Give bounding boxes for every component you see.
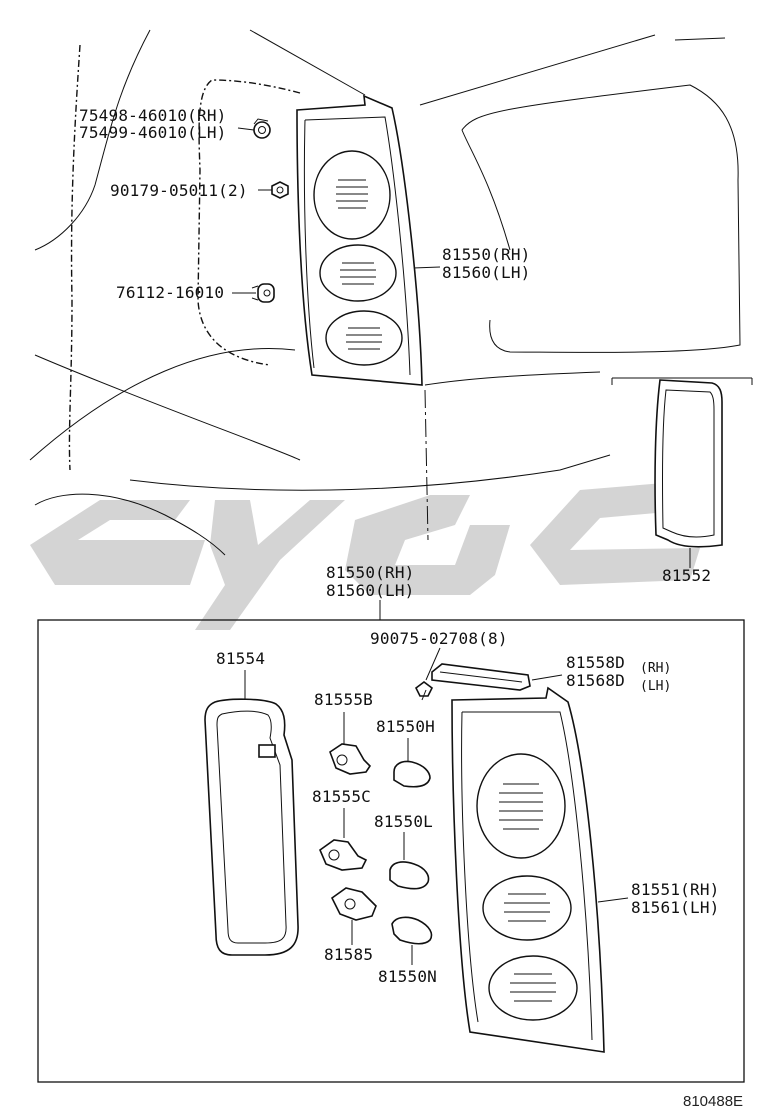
label-bulb-n: 81550N (378, 967, 437, 986)
label-cover-rh: 81558D (566, 653, 625, 672)
label-lamp-lh: 81560(LH) (442, 263, 531, 282)
socket-85-icon (330, 887, 377, 945)
cover-strip-part (431, 663, 563, 691)
bulb-l-icon (389, 832, 430, 890)
gasket-part (204, 698, 299, 956)
label-cover-lh-side: (LH) (640, 679, 671, 694)
label-bulb-l: 81550L (374, 812, 433, 831)
label-bolt-rh: 75498-46010(RH) (79, 106, 227, 125)
label-gasket-outer: 81552 (662, 566, 711, 585)
label-box-screw: 90075-02708(8) (370, 629, 508, 648)
gasket-inset (611, 377, 753, 548)
clip-icon (251, 283, 275, 303)
box-screw-icon (414, 647, 441, 701)
label-lens-lh: 81561(LH) (631, 898, 720, 917)
label-cover-lh: 81568D (566, 671, 625, 690)
label-socket-c: 81555C (312, 787, 371, 806)
bulb-h-icon (393, 738, 431, 788)
socket-b-icon (329, 712, 372, 775)
label-socket-b: 81555B (314, 690, 373, 709)
top-leaders (232, 127, 691, 568)
screw-icon (271, 181, 289, 199)
tail-lamp-top (296, 94, 423, 386)
socket-c-icon (319, 808, 368, 871)
label-bolt-lh: 75499-46010(LH) (79, 123, 227, 142)
vehicle-body-outline (29, 29, 741, 556)
label-bulb-h: 81550H (376, 717, 435, 736)
drawing-ref: 810488E (683, 1093, 743, 1110)
lens-housing-part (451, 686, 629, 1053)
exploded-view-box (37, 619, 745, 1083)
center-line (424, 389, 429, 541)
label-assy-lh: 81560(LH) (326, 581, 415, 600)
bulb-n-icon (391, 916, 433, 965)
bolt-icon (253, 118, 271, 139)
label-lens-rh: 81551(RH) (631, 880, 720, 899)
label-assy-rh: 81550(RH) (326, 563, 415, 582)
watermark-logo (30, 480, 700, 630)
label-cover-rh-side: (RH) (640, 661, 671, 676)
label-socket-85: 81585 (324, 945, 373, 964)
label-screw: 90179-05011(2) (110, 181, 248, 200)
label-lamp-rh: 81550(RH) (442, 245, 531, 264)
label-clip: 76112-16010 (116, 283, 224, 302)
label-gasket: 81554 (216, 649, 265, 668)
